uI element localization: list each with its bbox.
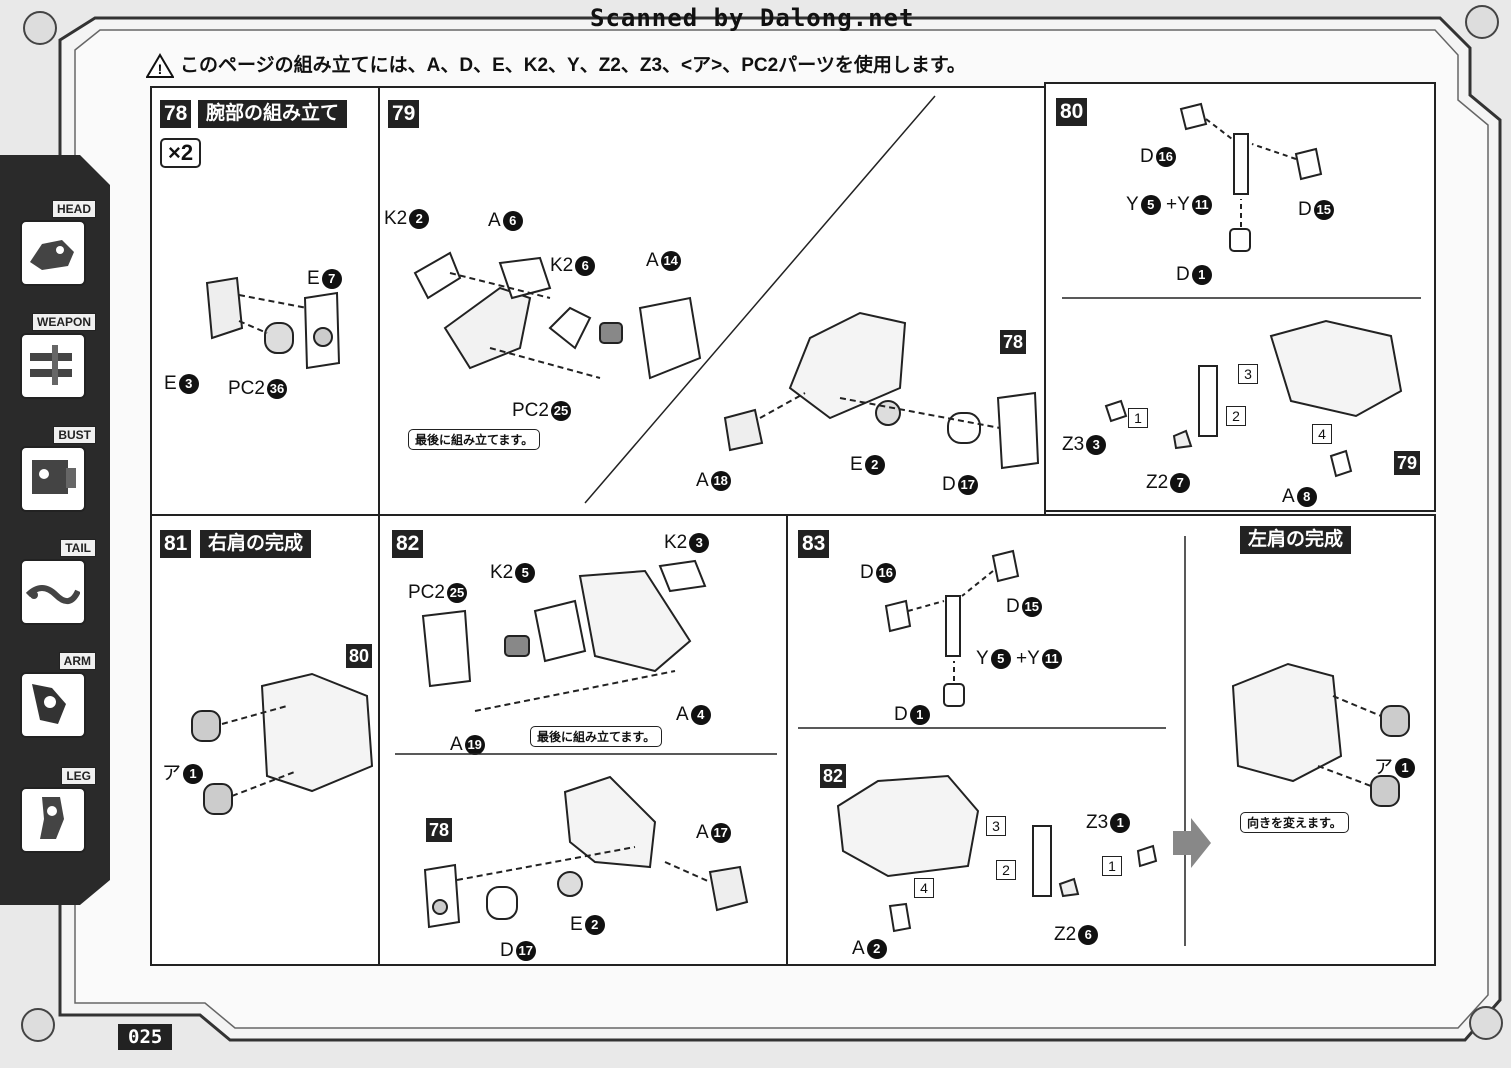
usage-notice: このページの組み立てには、A、D、E、K2、Y、Z2、Z3、<ア>、PC2パーツ… — [180, 55, 966, 76]
leg-icon — [20, 787, 86, 853]
step-number: 80 — [1056, 98, 1088, 126]
tab-head[interactable]: HEAD — [12, 200, 100, 302]
shoulder-assembly-drawing — [413, 251, 702, 380]
step-number: 83 — [798, 530, 830, 558]
sequence-3: 3 — [1238, 364, 1258, 384]
shoulder-joint-drawing — [798, 727, 1166, 933]
arm-joint-part-drawing — [205, 276, 341, 370]
reference-step-78: 78 — [1000, 330, 1027, 354]
shoulder-joint-drawing — [1062, 297, 1421, 478]
sequence-4: 4 — [914, 878, 934, 898]
page-number: 025 — [118, 1024, 173, 1050]
completion-arrow — [1173, 536, 1211, 946]
assemble-last-note: 最後に組み立てます。 — [408, 429, 541, 450]
tab-bust[interactable]: BUST — [12, 426, 100, 528]
tab-weapon[interactable]: WEAPON — [12, 313, 100, 415]
tail-icon — [20, 559, 86, 625]
tab-arm[interactable]: ARM — [12, 652, 100, 754]
sequence-2: 2 — [1226, 406, 1246, 426]
shoulder-subassembly-drawing — [584, 95, 1040, 504]
warning-icon: ! — [146, 53, 174, 78]
change-direction-note: 向きを変えます。 — [1240, 812, 1349, 833]
step-number: 78 — [160, 100, 192, 128]
step-title: 腕部の組み立て — [198, 100, 348, 128]
reference-step-80: 80 — [346, 644, 373, 668]
svg-text:!: ! — [158, 61, 163, 77]
step-number: 79 — [388, 100, 420, 128]
left-shoulder-subassembly-drawing — [395, 753, 777, 929]
tab-tail[interactable]: TAIL — [12, 539, 100, 641]
head-icon — [20, 220, 86, 286]
step-number: 81 — [160, 530, 192, 558]
ball-joint-drawing — [1179, 102, 1323, 252]
left-shoulder-drawing — [1231, 662, 1410, 807]
ball-joint-drawing — [884, 549, 1020, 707]
sequence-1: 1 — [1128, 408, 1148, 428]
reference-step-82: 82 — [820, 764, 847, 788]
step-number: 82 — [392, 530, 424, 558]
right-shoulder-drawing — [191, 672, 374, 815]
sequence-4: 4 — [1312, 424, 1332, 444]
bust-icon — [20, 446, 86, 512]
weapon-icon — [20, 333, 86, 399]
watermark: Scanned by Dalong.net — [590, 4, 915, 32]
reference-step-79: 79 — [1394, 451, 1421, 475]
sequence-2: 2 — [996, 860, 1016, 880]
left-shoulder-complete-title: 左肩の完成 — [1240, 526, 1352, 554]
tab-leg[interactable]: LEG — [12, 767, 100, 869]
sequence-1: 1 — [1102, 856, 1122, 876]
step-title: 右肩の完成 — [200, 530, 312, 558]
assemble-last-note: 最後に組み立てます。 — [530, 726, 663, 747]
left-shoulder-assembly-drawing — [421, 559, 707, 712]
reference-step-78: 78 — [426, 818, 453, 842]
quantity-multiplier: ×2 — [160, 138, 202, 168]
arm-icon — [20, 672, 86, 738]
sequence-3: 3 — [986, 816, 1006, 836]
